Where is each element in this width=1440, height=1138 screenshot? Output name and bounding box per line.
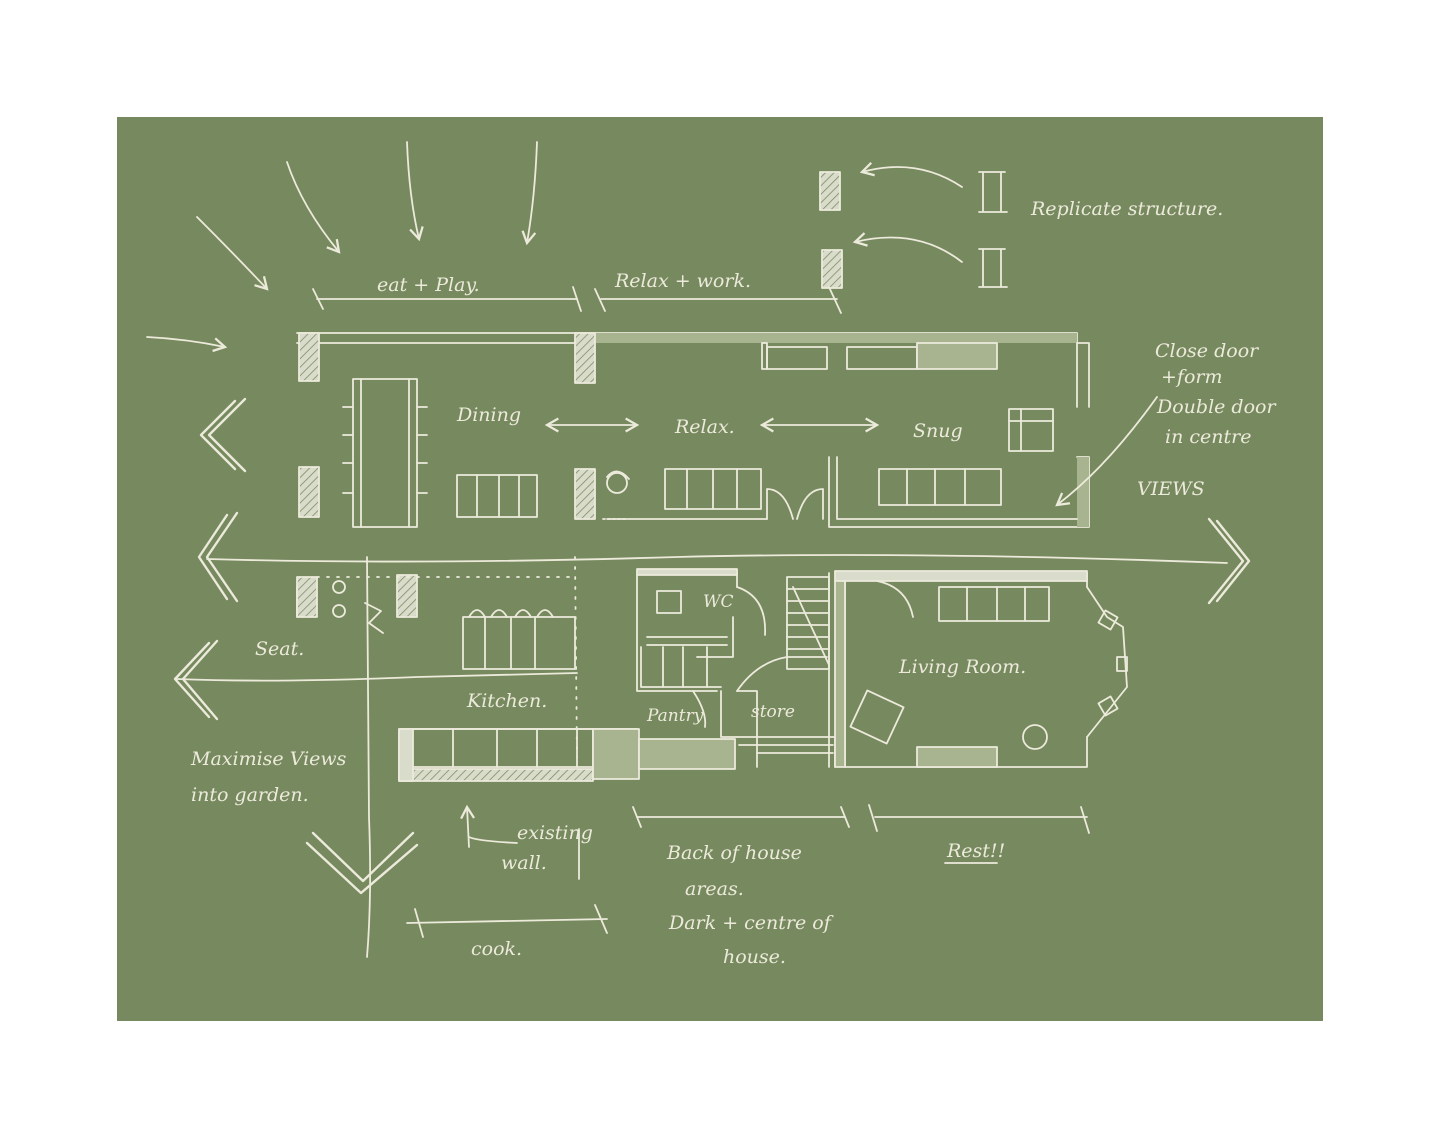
label-rest: Rest!! <box>946 840 1005 862</box>
label-into-garden: into garden. <box>191 784 309 806</box>
label-back-of-house: Back of house <box>666 842 802 864</box>
arrow-down-icon <box>286 161 341 254</box>
upper-walls <box>296 332 1090 528</box>
label-areas: areas. <box>685 878 744 900</box>
label-kitchen: Kitchen. <box>466 690 547 712</box>
label-double-door: Double door <box>1156 396 1277 418</box>
existing-wall-arrow <box>460 804 475 848</box>
arrow-right-icon <box>146 336 228 353</box>
sketch-board: eat + Play. Relax + work. Replicate stru… <box>117 117 1323 1021</box>
dimension-eat-play <box>312 286 842 314</box>
label-views: VIEWS <box>1137 478 1205 500</box>
arrow-down-icon <box>406 141 424 242</box>
upper-furniture <box>456 408 1054 520</box>
label-wall: wall. <box>501 852 547 874</box>
close-door-arrow <box>1055 396 1158 507</box>
floor-plan-sketch: eat + Play. Relax + work. Replicate stru… <box>117 117 1323 1021</box>
label-in-centre: in centre <box>1165 426 1251 448</box>
label-wc: WC <box>703 592 733 612</box>
label-seat: Seat. <box>255 638 304 660</box>
label-house: house. <box>723 946 786 968</box>
replicate-structure-group <box>819 161 1008 289</box>
label-eat-play: eat + Play. <box>377 274 480 296</box>
label-store: store <box>751 702 795 722</box>
living-room-block <box>834 570 1128 768</box>
arrow-down-icon <box>521 141 538 246</box>
label-pantry: Pantry <box>646 706 704 726</box>
label-relax-work: Relax + work. <box>614 270 751 292</box>
sun-arrows <box>146 141 538 353</box>
dining-table <box>342 378 428 528</box>
label-maximise-views: Maximise Views <box>190 748 347 770</box>
arrow-down-icon <box>196 216 269 291</box>
existing-wall-line <box>468 836 518 844</box>
view-axis <box>206 554 1228 564</box>
label-form: +form <box>1161 366 1223 388</box>
label-dark-centre: Dark + centre of <box>668 912 834 934</box>
view-arrow-icon <box>173 397 1251 895</box>
label-relax: Relax. <box>674 416 735 438</box>
dimension-lines-bottom <box>406 804 1090 938</box>
label-existing: existing <box>517 822 593 844</box>
view-axis-lower <box>176 672 578 682</box>
label-snug: Snug <box>913 420 963 442</box>
label-close-door: Close door <box>1155 340 1260 362</box>
label-living-room: Living Room. <box>898 656 1026 678</box>
kitchen-area <box>296 556 640 782</box>
label-replicate-structure: Replicate structure. <box>1030 198 1223 220</box>
column-piers <box>296 332 596 618</box>
label-dining: Dining <box>456 404 521 426</box>
label-cook: cook. <box>471 938 522 960</box>
